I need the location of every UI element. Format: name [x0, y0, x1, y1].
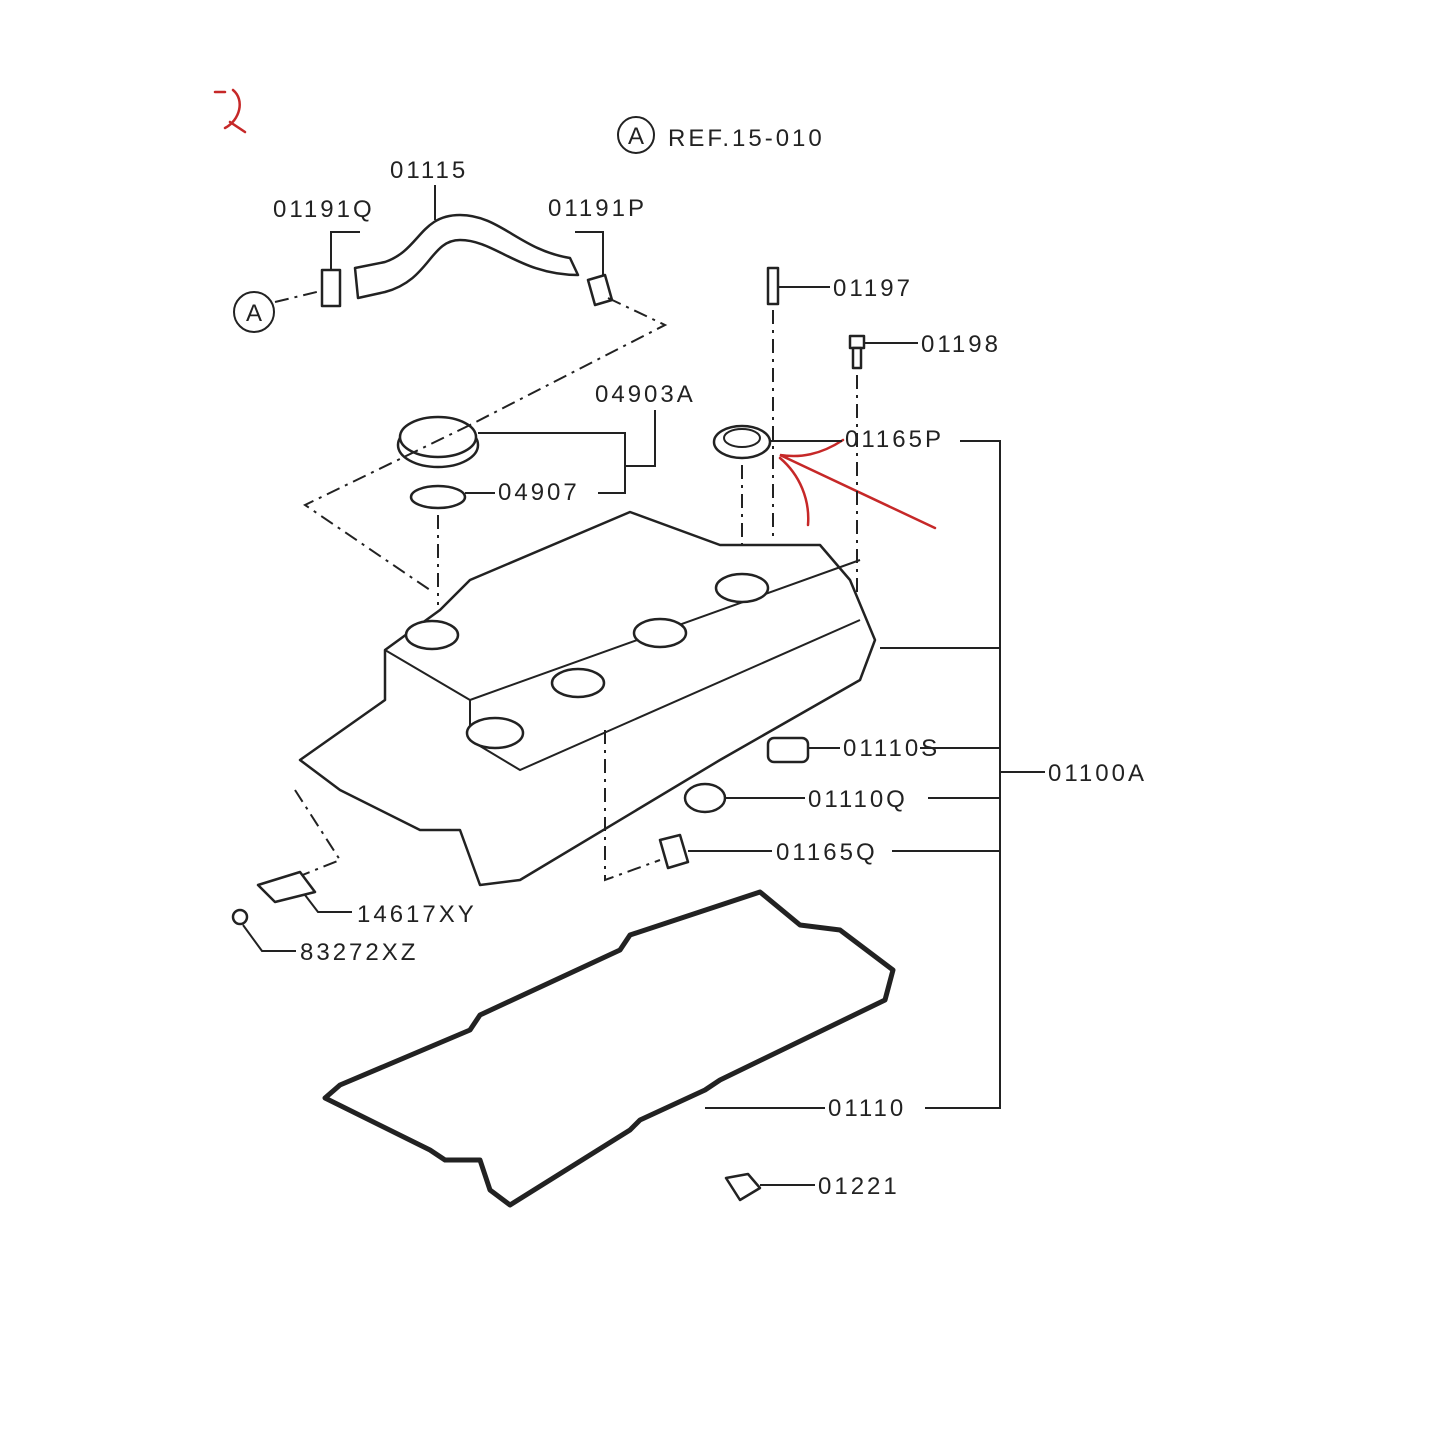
svg-text:A: A: [628, 123, 644, 150]
red-annotation-mark: [213, 88, 937, 530]
clamp-q: [320, 231, 360, 308]
label-01198: 01198: [921, 331, 1001, 358]
label-01100a: 01100A: [1048, 760, 1147, 787]
connector-a: A: [233, 289, 326, 333]
label-01115: 01115: [390, 157, 468, 184]
label-04907: 04907: [498, 479, 580, 506]
ref-callout: A REF.15-010: [617, 116, 825, 154]
label-14617xy: 14617XY: [357, 901, 477, 928]
label-83272xz: 83272XZ: [300, 939, 418, 966]
bracket: [256, 870, 352, 913]
label-04903a: 04903A: [595, 381, 696, 408]
label-01191p: 01191P: [548, 195, 647, 222]
svg-text:A: A: [246, 300, 262, 327]
label-01110s: 01110S: [843, 735, 940, 762]
screw: [231, 908, 296, 952]
label-01197: 01197: [833, 275, 913, 302]
label-01165q: 01165Q: [776, 839, 878, 866]
label-01165p: 01165P: [845, 426, 944, 453]
plug: [724, 1172, 815, 1202]
label-01110: 01110: [828, 1095, 906, 1122]
breather-hose: [353, 185, 580, 300]
seal-p: [712, 424, 842, 585]
label-01191q: 01191Q: [273, 196, 375, 223]
cover-gasket: [322, 889, 896, 1208]
label-01221: 01221: [818, 1173, 900, 1200]
stud: [766, 266, 830, 540]
valve-cover: [264, 510, 1000, 891]
gasket-s: [766, 736, 840, 764]
svg-text:REF.15-010: REF.15-010: [668, 125, 825, 152]
gasket-q: [683, 782, 805, 814]
seal-q: [658, 833, 772, 870]
assembly-bracket: [892, 440, 1045, 1109]
label-01110q: 01110Q: [808, 786, 908, 813]
clamp-p: [575, 231, 614, 307]
oil-cap: [303, 410, 656, 605]
